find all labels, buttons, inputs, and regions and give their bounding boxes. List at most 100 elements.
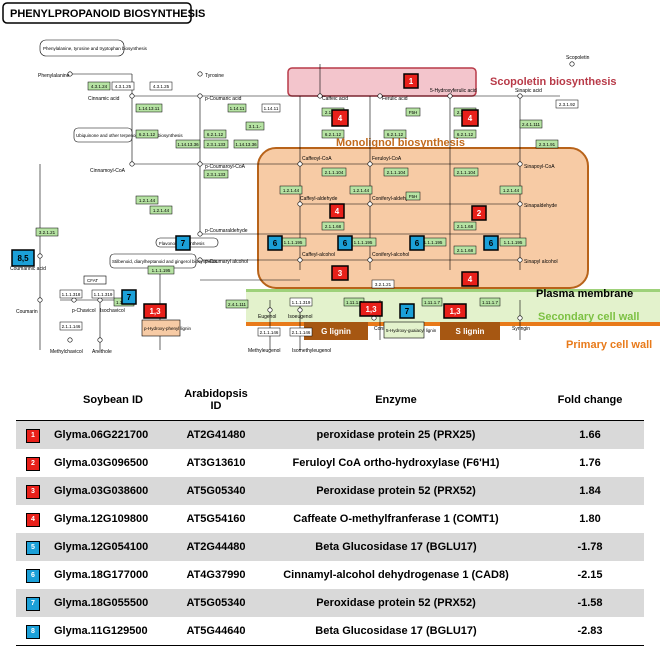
row-badge: 7 bbox=[26, 596, 40, 611]
enzyme-name: Caffeate O-methylfranferase 1 (COMT1) bbox=[293, 513, 499, 525]
soybean-id: Glyma.03G038600 bbox=[50, 477, 176, 505]
fold-change: -2.83 bbox=[536, 617, 644, 646]
monolignol-region bbox=[257, 147, 589, 289]
coniferylaldehyde-label: Coniferyl-aldehyde bbox=[372, 196, 414, 202]
enzyme-1214d: 1.2.1.44 bbox=[353, 188, 370, 193]
enzyme-1117b: 1.11.1.7 bbox=[346, 300, 362, 305]
badge-2: 2 bbox=[477, 209, 482, 218]
secondary-wall-label: Secondary cell wall bbox=[538, 311, 640, 323]
title-box bbox=[2, 2, 192, 24]
phenylalanine-label: Phenylalanine bbox=[38, 73, 70, 79]
syringin-label: Syringin bbox=[512, 326, 530, 332]
enzyme-1214c: 1.2.1.44 bbox=[283, 188, 300, 193]
enzyme-1117c: 1.11.1.7 bbox=[424, 300, 440, 305]
enzyme-1141: 1.14.13.11 bbox=[139, 106, 160, 111]
enzyme-1143: 1.14.13.36 bbox=[177, 142, 199, 147]
col-enzyme: Enzyme bbox=[256, 380, 536, 421]
enzyme-6212a: 6.2.1.12 bbox=[139, 132, 156, 137]
arabidopsis-id: AT2G41480 bbox=[176, 420, 256, 449]
pathway-arrows bbox=[39, 64, 560, 350]
arabidopsis-id: AT5G54160 bbox=[186, 513, 246, 525]
pcoumarylalcohol-label: p-Coumaryl alcohol bbox=[205, 259, 248, 265]
enzyme-2114b: 2.1.1.146 bbox=[260, 330, 279, 335]
enzyme-1143b: 1.14.13.36 bbox=[235, 142, 257, 147]
enzyme-1111d: 1.1.1.195 bbox=[424, 240, 443, 245]
ferulic-label: Ferulic acid bbox=[382, 96, 408, 102]
row-badge: 5 bbox=[26, 540, 40, 555]
enzyme-2319: 2.3.1.91 bbox=[539, 142, 556, 147]
methyleugenol-label: Methyleugenol bbox=[248, 348, 281, 354]
enzyme-2114: 2.1.1.146 bbox=[62, 324, 81, 329]
enzyme-1214b: 1.2.1.44 bbox=[153, 208, 170, 213]
sinapylalcohol-label: Sinapyl alcohol bbox=[524, 259, 558, 265]
badge-6a: 6 bbox=[273, 239, 278, 248]
sinapic-label: Sinapic acid bbox=[515, 88, 542, 94]
badge-7c: 7 bbox=[405, 307, 410, 316]
row-badge: 2 bbox=[26, 456, 40, 471]
row-badge: 3 bbox=[26, 484, 40, 499]
enzyme-name: Peroxidase protein 52 (PRX52) bbox=[256, 477, 536, 505]
fold-change: 1.80 bbox=[579, 513, 601, 525]
monolignol-label: Monolignol biosynthesis bbox=[336, 137, 465, 149]
enzyme-2411: 2.4.1.111 bbox=[228, 302, 247, 307]
anethole-label: Anethole bbox=[92, 349, 112, 355]
badge-4d: 4 bbox=[468, 275, 473, 284]
arabidopsis-id: AT5G05340 bbox=[176, 477, 256, 505]
isomethyleugenol-label: Isomethyleugenol bbox=[292, 348, 331, 354]
enzyme-1111c: 1.1.1.195 bbox=[354, 240, 373, 245]
hydroxyguaiacyl-lignin-box: 5-Hydroxy-guaiacyl lignin bbox=[386, 328, 437, 333]
badge-4a: 4 bbox=[338, 114, 343, 123]
red-badges: 1 4 4 4 2 3 4 1,3 1,3 1,3 bbox=[143, 73, 487, 319]
enzyme-1114: 1.14.11 bbox=[230, 106, 245, 111]
enzyme-6212b: 6.2.1.12 bbox=[207, 132, 224, 137]
badge-13a: 1,3 bbox=[149, 307, 161, 316]
soybean-id: Glyma.12G054100 bbox=[50, 533, 176, 561]
soybean-id: Glyma.11G129500 bbox=[50, 617, 176, 646]
enzyme-name: peroxidase protein 25 (PRX25) bbox=[256, 420, 536, 449]
enzyme-2118c: 2.1.1.68 bbox=[325, 224, 342, 229]
isochavicol-label: Isochavicol bbox=[100, 308, 125, 314]
eugenol-label: Eugenol bbox=[258, 314, 276, 320]
arabidopsis-id: AT5G44640 bbox=[176, 617, 256, 646]
enzyme-name: Peroxidase protein 52 (PRX52) bbox=[256, 589, 536, 617]
plasma-membrane-line bbox=[246, 289, 660, 292]
row-badge: 1 bbox=[26, 428, 40, 443]
enzyme-boxes: 4.3.1.24 4.3.1.25 4.3.1.25 1.14.13.11 6.… bbox=[35, 81, 579, 337]
tyrosine-label: Tyrosine bbox=[205, 73, 224, 79]
enzyme-2110: 2.1.1.104 bbox=[325, 170, 344, 175]
sinapoylcoa-label: Sinapoyl-CoA bbox=[524, 164, 555, 170]
enzyme-2110c: 2.1.1.104 bbox=[457, 170, 476, 175]
badge-3: 3 bbox=[338, 269, 343, 278]
enzyme-name: Beta Glucosidase 17 (BGLU17) bbox=[256, 533, 536, 561]
enzyme-2118d: 2.1.1.68 bbox=[457, 224, 474, 229]
enzyme-1111b: 1.1.1.195 bbox=[284, 240, 303, 245]
pcoumaraldehyde-label: p-Coumaraldehyde bbox=[205, 228, 248, 234]
badge-13c: 1,3 bbox=[449, 307, 461, 316]
fold-change: 1.76 bbox=[579, 457, 601, 469]
coumarinic-label: Coumarinic acid bbox=[10, 266, 46, 272]
enzyme-f5h: F5H bbox=[409, 110, 418, 115]
pcoumaroylcoa-label: p-Coumaroyl-CoA bbox=[205, 164, 246, 170]
feruloylcoa-label: Feruloyl-CoA bbox=[372, 156, 402, 162]
ubiquinone-box: Ubiquinone and other terpenoid-quinone b… bbox=[76, 133, 183, 138]
cfat-box: CFAT bbox=[87, 278, 98, 283]
badge-6b: 6 bbox=[343, 239, 348, 248]
badge-4c: 4 bbox=[335, 207, 340, 216]
enzyme-1114b: 1.14.11 bbox=[264, 106, 279, 111]
g-lignin-label: G lignin bbox=[321, 327, 351, 336]
badge-7b: 7 bbox=[127, 293, 132, 302]
enzyme-3119: 3.1.1.- bbox=[249, 124, 262, 129]
enzyme-6212c: 6.2.1.12 bbox=[325, 132, 342, 137]
enzyme-1111f: 1.1.1.318 bbox=[62, 292, 81, 297]
table-header-row: Soybean ID Arabidopsis ID Enzyme Fold ch… bbox=[16, 380, 644, 421]
badge-4b: 4 bbox=[468, 114, 473, 123]
col-fold: Fold change bbox=[536, 380, 644, 421]
cinnamic-label: Cinnamic acid bbox=[88, 96, 120, 102]
badge-13b: 1,3 bbox=[365, 305, 377, 314]
enzyme-1111: 1.1.1.195 bbox=[152, 268, 171, 273]
enzyme-1214: 1.2.1.44 bbox=[139, 198, 156, 203]
